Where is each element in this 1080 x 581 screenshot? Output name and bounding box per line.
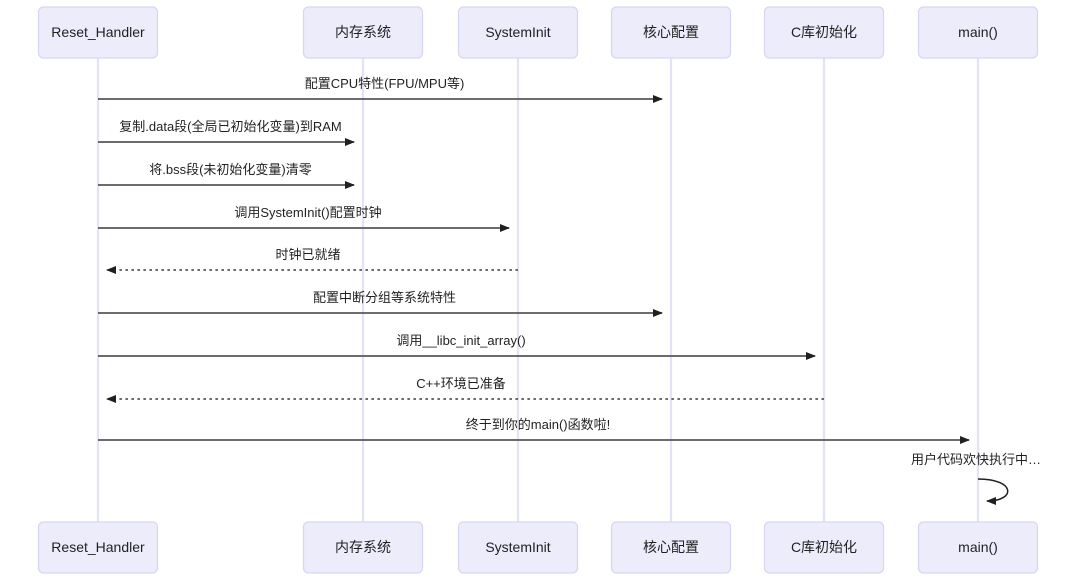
participant-label-reset_handler-top: Reset_Handler [51, 24, 145, 40]
self-message-group: 用户代码欢快执行中… [911, 452, 1041, 505]
participant-label-c_lib_init-bottom: C库初始化 [791, 539, 857, 555]
message-label-2: 复制.data段(全局已初始化变量)到RAM [119, 119, 341, 134]
participant-label-core_config-top: 核心配置 [643, 24, 699, 40]
participant-box-reset_handler-top[interactable] [37, 6, 159, 59]
participant-box-memory_system-top[interactable] [302, 6, 424, 59]
participant-box-system_init-top[interactable] [457, 6, 579, 59]
participant-label-main_fn-bottom: main() [958, 539, 998, 555]
self-message-loop-arrow [977, 478, 1009, 505]
participant-box-c_lib_init-bottom[interactable] [763, 521, 885, 574]
messages-group: 配置CPU特性(FPU/MPU等) 复制.data段(全局已初始化变量)到RAM 将… [98, 76, 970, 444]
message-label-8: C++环境已准备 [416, 376, 506, 391]
participant-label-core_config-bottom: 核心配置 [643, 539, 699, 555]
participant-boxes-top: Reset_Handler 内存系统 SystemInit 核心配置 C库初始化 main… [37, 6, 1039, 59]
participant-box-core_config-bottom[interactable] [610, 521, 732, 574]
participant-label-memory_system-bottom: 内存系统 [335, 539, 391, 555]
participant-boxes-bottom: Reset_Handler 内存系统 SystemInit 核心配置 C库初始化 main… [37, 521, 1039, 574]
lifelines-group [96, 58, 980, 522]
participant-label-c_lib_init-top: C库初始化 [791, 24, 857, 40]
message-label-7: 调用__libc_init_array() [396, 333, 525, 348]
message-label-9: 终于到你的main()函数啦! [466, 417, 610, 432]
participant-box-core_config-top[interactable] [610, 6, 732, 59]
message-label-5: 时钟已就绪 [275, 247, 340, 262]
participant-label-main_fn-top: main() [958, 24, 998, 40]
self-message-label: 用户代码欢快执行中… [911, 452, 1041, 467]
participant-label-reset_handler-bottom: Reset_Handler [51, 539, 145, 555]
participant-label-memory_system-top: 内存系统 [335, 24, 391, 40]
participant-box-system_init-bottom[interactable] [457, 521, 579, 574]
participant-box-reset_handler-bottom[interactable] [37, 521, 159, 574]
participant-box-main_fn-bottom[interactable] [917, 521, 1039, 574]
message-label-6: 配置中断分组等系统特性 [313, 290, 456, 305]
participant-box-c_lib_init-top[interactable] [763, 6, 885, 59]
participant-box-memory_system-bottom[interactable] [302, 521, 424, 574]
participant-label-system_init-top: SystemInit [485, 24, 550, 40]
message-label-1: 配置CPU特性(FPU/MPU等) [305, 76, 465, 91]
participant-label-system_init-bottom: SystemInit [485, 539, 550, 555]
message-label-3: 将.bss段(未初始化变量)清零 [149, 162, 312, 177]
participant-box-main_fn-top[interactable] [917, 6, 1039, 59]
message-label-4: 调用SystemInit()配置时钟 [234, 205, 381, 220]
